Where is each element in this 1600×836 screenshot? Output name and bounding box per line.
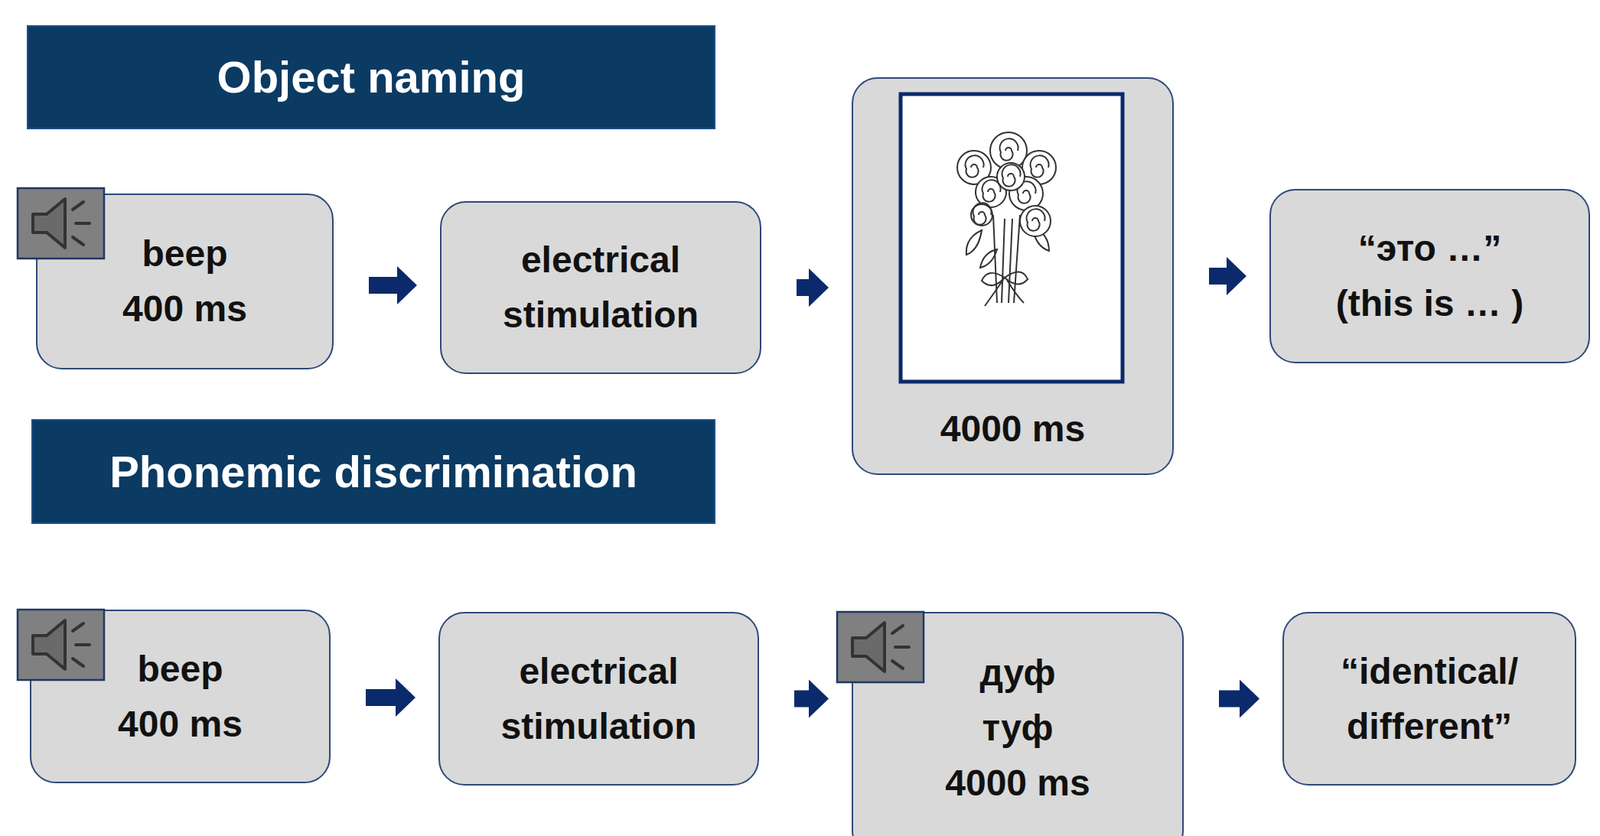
stimulus-box: дуфтуф4000 ms <box>851 612 1184 836</box>
section-title: Object naming <box>217 50 526 105</box>
box-text: (this is … ) <box>1336 276 1524 332</box>
process-box: electrical stimulation <box>438 612 760 786</box>
flow-arrow <box>794 680 829 719</box>
process-box: beep 400 ms <box>35 193 334 370</box>
process-box: beep 400 ms <box>29 609 331 784</box>
box-text: дуф <box>979 645 1056 701</box>
section-band: Object naming <box>26 25 716 130</box>
process-box: “это …”(this is … ) <box>1269 189 1591 364</box>
picture-box: 4000 ms <box>851 77 1174 476</box>
flow-arrow <box>1218 680 1260 719</box>
box-text: “это …” <box>1358 221 1502 277</box>
process-box: “identical/ different” <box>1282 612 1577 786</box>
box-text: 4000 ms <box>940 401 1086 457</box>
section-title: Phonemic discrimination <box>109 445 638 499</box>
flower-picture <box>851 77 1174 399</box>
flow-arrow <box>368 266 418 305</box>
box-text: electrical stimulation <box>482 232 720 343</box>
box-text: туф <box>982 700 1054 757</box>
flow-arrow <box>365 678 416 717</box>
box-text: 4000 ms <box>945 756 1091 812</box>
process-box: electrical stimulation <box>439 201 762 375</box>
flow-arrow <box>796 268 829 307</box>
section-band: Phonemic discrimination <box>31 419 716 525</box>
box-text: electrical stimulation <box>480 644 718 755</box>
box-text: beep 400 ms <box>104 641 258 753</box>
box-text: beep 400 ms <box>108 226 262 337</box>
flow-arrow <box>1208 257 1247 296</box>
box-text: “identical/ different” <box>1303 644 1556 755</box>
